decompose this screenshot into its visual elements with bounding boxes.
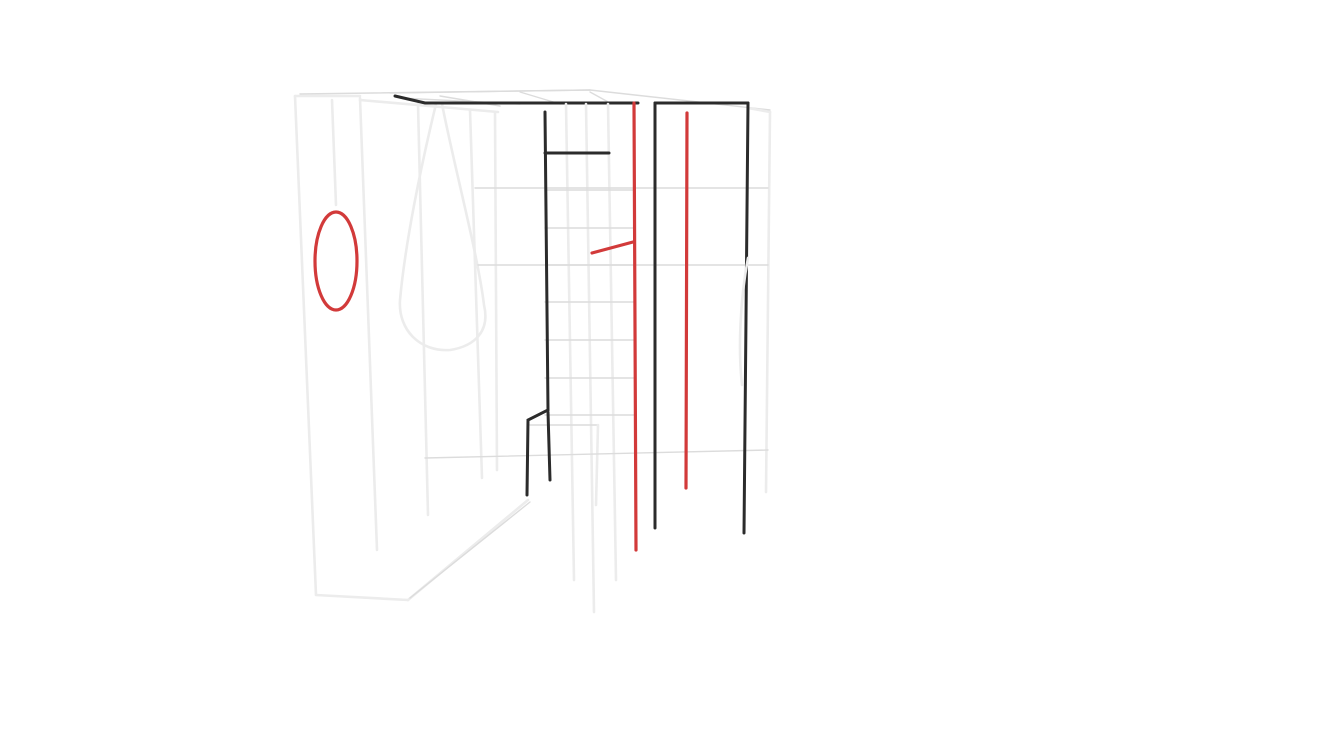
red-climbing-hoop	[313, 210, 359, 312]
red-poles	[590, 101, 689, 552]
left-side-panel	[293, 94, 531, 602]
black-top-rail	[393, 94, 640, 105]
top-frame	[299, 89, 772, 494]
black-frame-right	[653, 101, 750, 535]
white-rope-swing	[398, 102, 487, 352]
horizontal-rails	[424, 187, 769, 459]
right-rope	[738, 256, 750, 387]
black-frame-left	[525, 110, 611, 497]
